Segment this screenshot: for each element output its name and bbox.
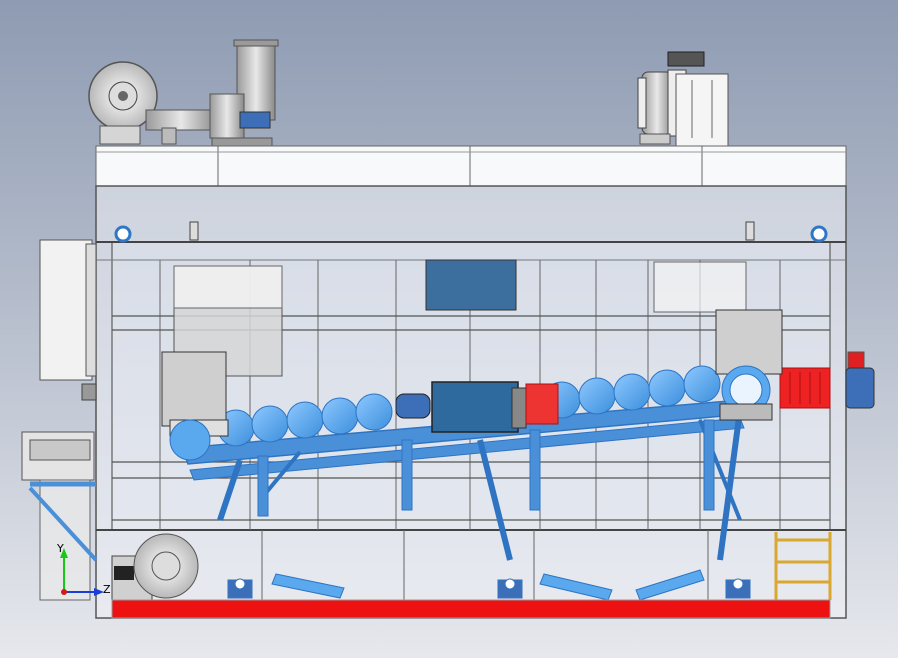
lower-frame-posts — [261, 530, 709, 600]
burner-assembly — [637, 51, 729, 147]
drum — [355, 393, 393, 431]
drum-row — [217, 365, 721, 447]
exhaust-duct — [145, 109, 217, 131]
drum — [286, 401, 324, 439]
exhaust-blower-assembly — [88, 39, 279, 147]
access-ladder — [774, 532, 832, 600]
drum — [578, 377, 616, 415]
drum — [321, 397, 359, 435]
lifting-eye-right — [810, 225, 828, 243]
roof-panels — [95, 145, 847, 187]
plenum-boxes — [173, 259, 747, 377]
hydraulic-cylinders — [227, 569, 751, 601]
base-rail — [111, 599, 831, 619]
burner-housing — [675, 73, 729, 147]
infeed-unit — [21, 431, 98, 601]
lifting-eye-left — [114, 225, 132, 243]
gearboxes — [161, 309, 783, 461]
control-cabinet — [39, 239, 97, 401]
drum — [683, 365, 721, 403]
orientation-triad: Y Z — [56, 542, 111, 596]
drum — [613, 373, 651, 411]
triad-z-label: Z — [103, 583, 111, 596]
center-control-box — [395, 381, 559, 433]
drive-motor — [779, 351, 875, 409]
drum — [648, 369, 686, 407]
lower-fan — [111, 533, 199, 601]
drum — [251, 405, 289, 443]
triad-y-label: Y — [56, 542, 64, 555]
